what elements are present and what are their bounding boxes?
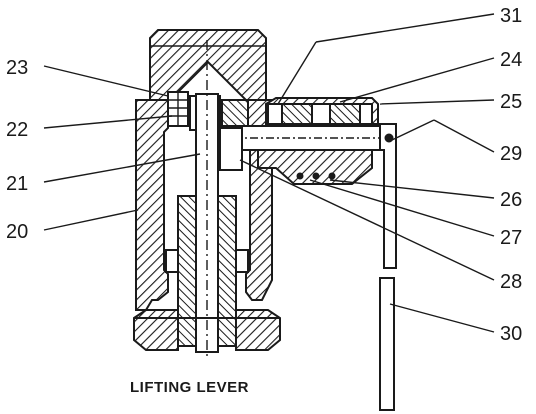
leader-22 [43,115,173,129]
callout-31: 31 [500,5,522,27]
callout-29: 29 [500,143,522,165]
shaft [233,125,381,151]
leader-lines [43,13,495,333]
base [133,309,281,351]
leader-31 [315,13,495,43]
leader-24 [339,57,495,103]
callout-20: 20 [6,221,28,243]
callout-21: 21 [6,173,28,195]
callout-28: 28 [500,271,522,293]
callout-23: 23 [6,57,28,79]
leader-26 [329,179,495,199]
leader-21 [43,153,201,183]
leader-28 [239,159,495,281]
callout-24: 24 [500,49,522,71]
callout-22: 22 [6,119,28,141]
leader-30 [389,303,495,333]
cam [219,127,243,171]
set-screw [167,91,189,127]
leader-20 [43,209,139,231]
spring [165,195,249,347]
callout-25: 25 [500,91,522,113]
leader-27 [309,179,495,237]
leader-25 [379,99,495,105]
leader-23 [43,65,169,97]
callout-26: 26 [500,189,522,211]
callout-27: 27 [500,227,522,249]
side-bushing [257,97,379,185]
lever [379,123,397,411]
diagram-caption: LIFTING LEVER [130,379,249,396]
leader-29 [433,119,495,153]
spindle [195,40,219,360]
callout-30: 30 [500,323,522,345]
